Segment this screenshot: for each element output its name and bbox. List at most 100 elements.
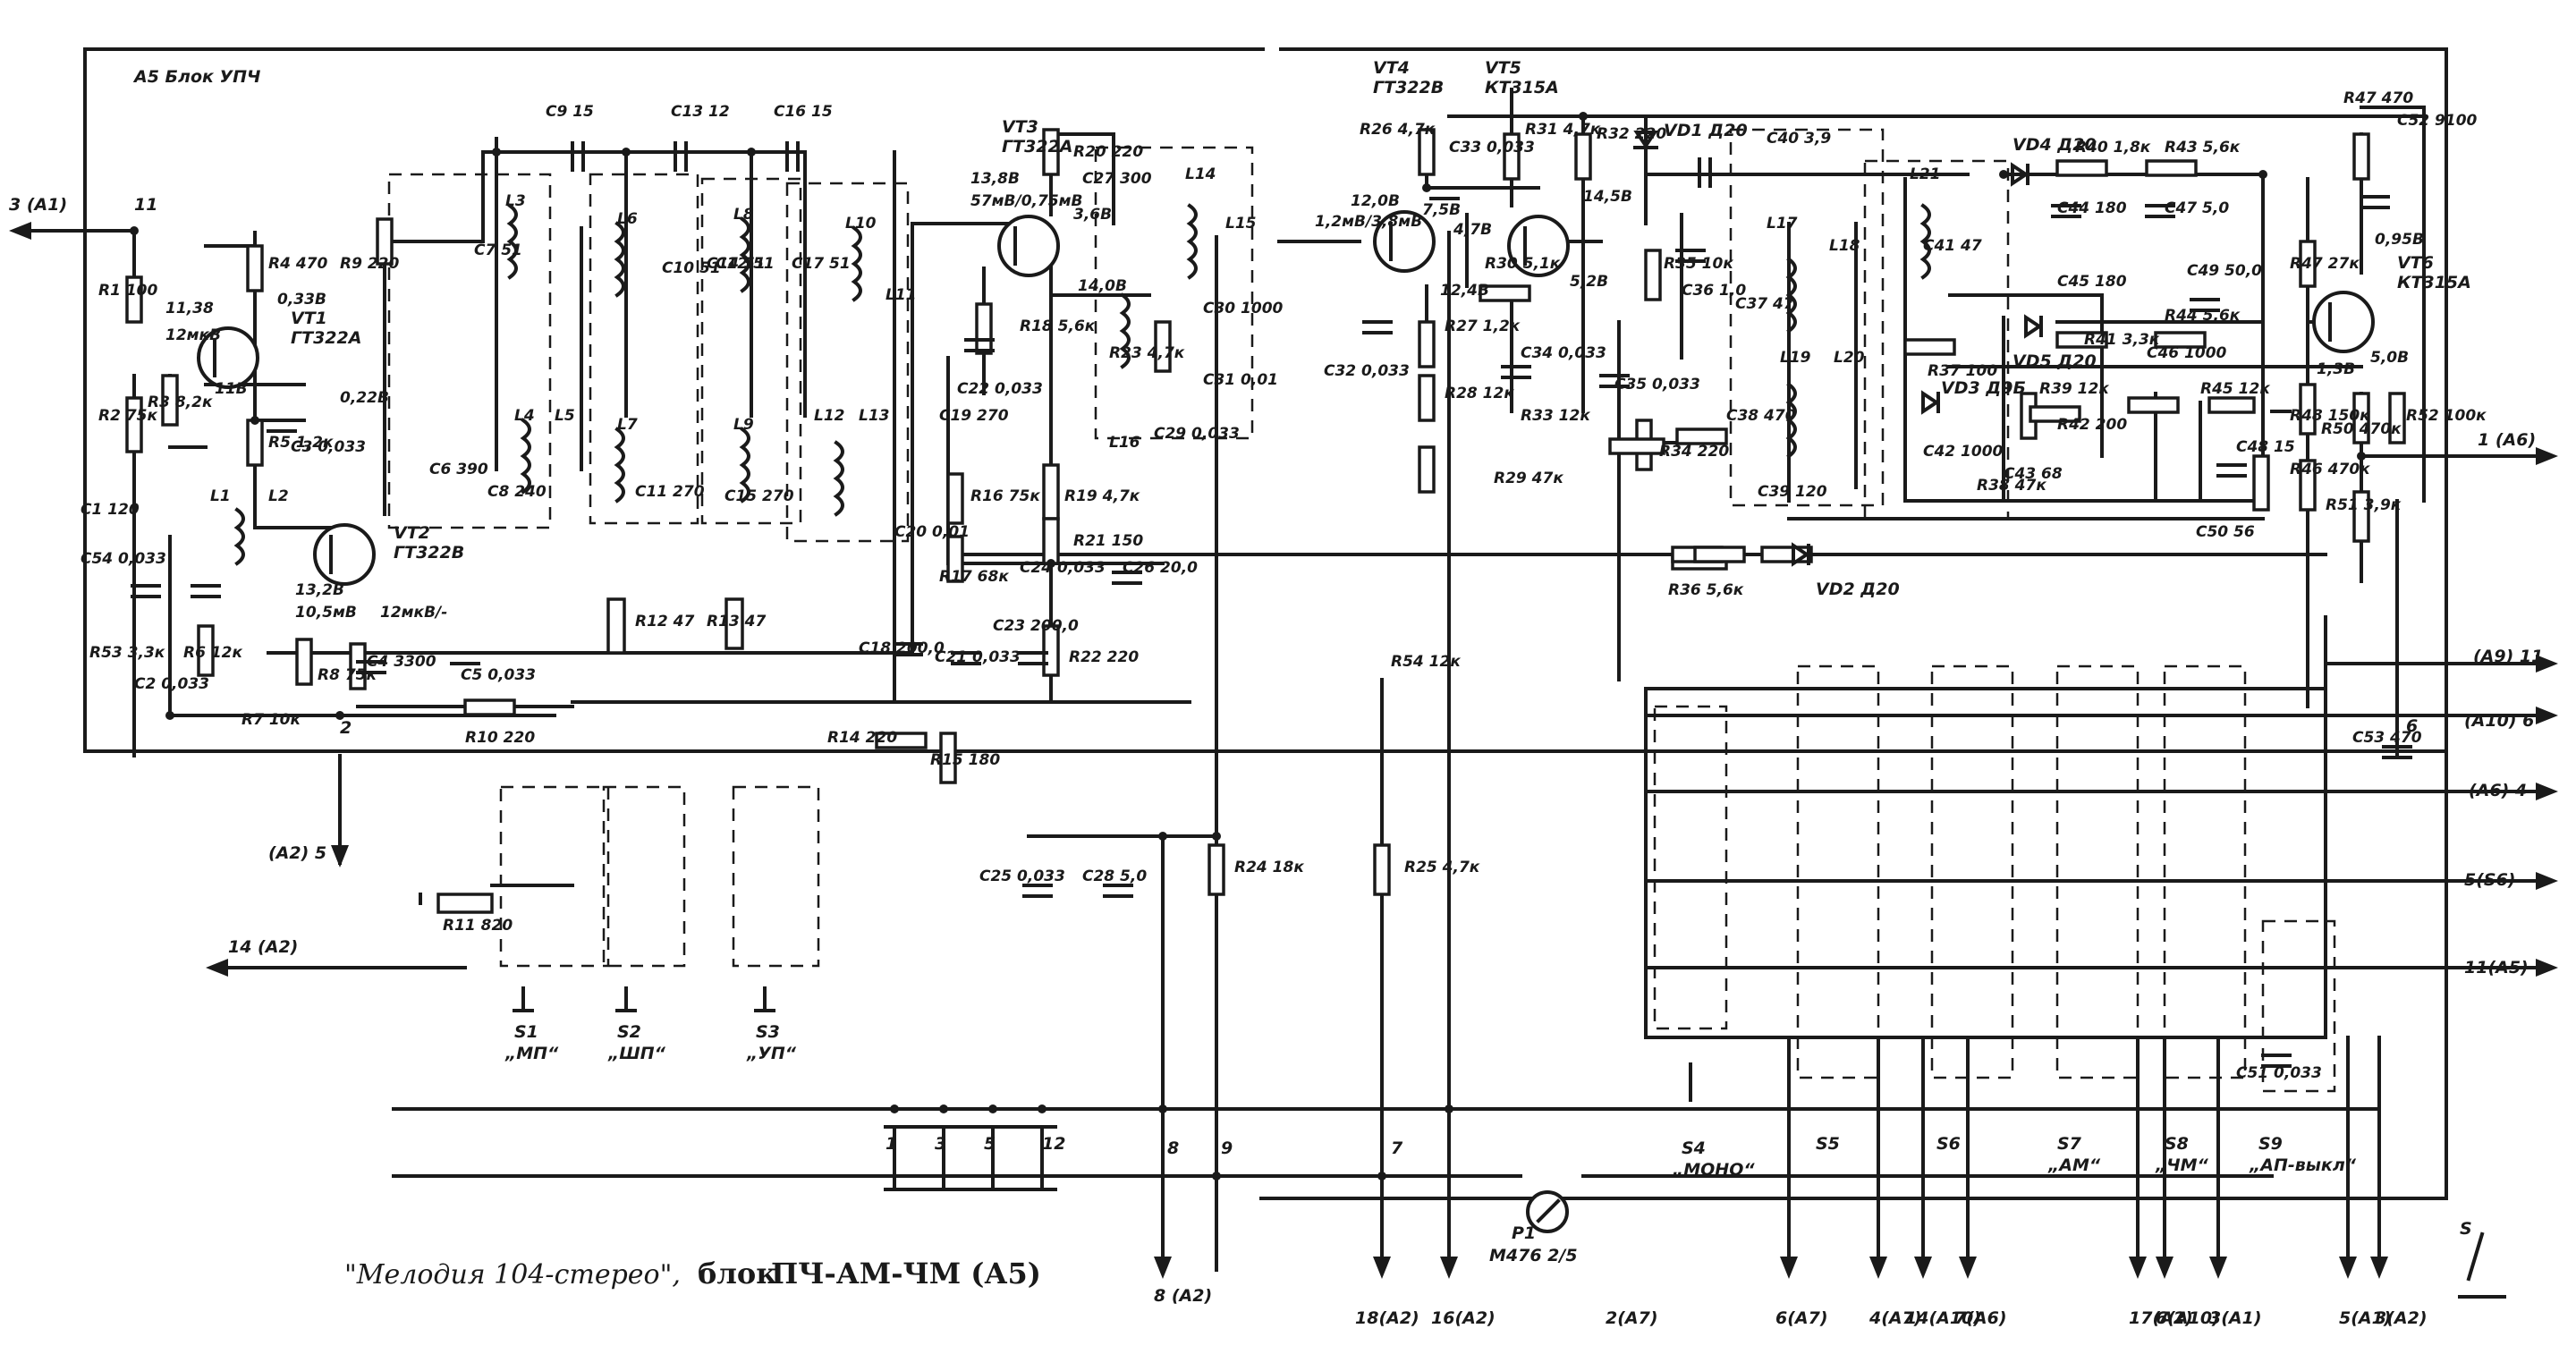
label-c38: C38 470 xyxy=(1726,407,1796,425)
transistor-vt1 xyxy=(197,326,259,389)
connector-pin: 7 xyxy=(1391,1138,1403,1158)
voltage-label: 11,38 xyxy=(165,300,214,317)
label-r36: R36 5,6к xyxy=(1668,581,1744,599)
switch-s3: S3 xyxy=(756,1022,780,1042)
connector-pin: 6 xyxy=(2406,716,2418,736)
output-bottom: 2(А7) xyxy=(1606,1308,1658,1328)
resistors xyxy=(125,128,2406,914)
switch-s4-name: „МОНО“ xyxy=(1672,1160,1755,1180)
label-r4: R4 470 xyxy=(268,255,327,273)
label-l2: L2 xyxy=(268,487,289,505)
label-c51: C51 0,033 xyxy=(2236,1064,2322,1082)
label-c35: C35 0,033 xyxy=(1614,376,1700,394)
label-c27: C27 300 xyxy=(1082,170,1152,188)
label-c53: C53 470 xyxy=(2352,729,2422,747)
label-c48: C48 15 xyxy=(2236,438,2295,456)
caption-block-label: блок xyxy=(698,1257,776,1291)
voltage-label: 5,2В xyxy=(1570,273,1608,291)
label-c29: C29 0,033 xyxy=(1154,425,1240,443)
label-r54: R54 12к xyxy=(1391,653,1461,671)
switch-s2-name: „ШП“ xyxy=(607,1044,666,1063)
label-r33: R33 12к xyxy=(1521,407,1590,425)
label-c6: C6 390 xyxy=(429,461,488,478)
label-c8: C8 240 xyxy=(487,483,547,501)
label-c15: C15 270 xyxy=(724,487,794,505)
label-r47: R47 470 xyxy=(2343,89,2413,107)
label-c13: C13 12 xyxy=(671,103,730,121)
output-bottom: 17(А2) xyxy=(2129,1308,2193,1328)
label-r1: R1 100 xyxy=(98,282,157,300)
shield-boxes xyxy=(387,128,2010,543)
label-c1: C1 120 xyxy=(80,501,140,519)
output-bottom: 8 (А2) xyxy=(1154,1286,1212,1306)
output-bottom: 6(А10) xyxy=(2156,1308,2220,1328)
label-vd3: VD3 Д9Б xyxy=(1941,378,2026,398)
output-bottom: 3(А1) xyxy=(2209,1308,2262,1328)
label-l10: L10 xyxy=(845,215,877,233)
diodes xyxy=(1633,131,2043,567)
label-c4: C4 3300 xyxy=(367,653,436,671)
label-r3: R3 8,2к xyxy=(148,394,213,411)
voltage-label: 14,0В xyxy=(1078,277,1127,295)
label-vt2-type: ГТ322В xyxy=(394,543,464,563)
switch-s1-name: „МП“ xyxy=(504,1044,559,1063)
caption-block-name: ПЧ-АМ-ЧМ (А5) xyxy=(771,1257,1041,1291)
label-c9: C9 15 xyxy=(546,103,594,121)
label-vt6-type: КТ315А xyxy=(2397,273,2471,292)
label-r8: R8 75к xyxy=(318,666,377,684)
label-r50: R50 470к xyxy=(2321,420,2402,438)
label-c16: C16 15 xyxy=(774,103,833,121)
label-r7: R7 10к xyxy=(242,711,301,729)
label-c17: C17 51 xyxy=(792,255,851,273)
voltage-label: 10,5мВ xyxy=(295,604,357,622)
label-vt5-type: КТ315А xyxy=(1485,78,1559,97)
label-vt1-type: ГТ322А xyxy=(291,328,361,348)
label-l16: L16 xyxy=(1109,434,1140,452)
label-c40: C40 3,9 xyxy=(1767,130,1831,148)
switch-s7: S7 xyxy=(2057,1134,2082,1154)
switch-s4: S4 xyxy=(1682,1138,1706,1158)
connector-pin: 9 xyxy=(1221,1138,1233,1158)
voltage-label: 1,2мВ/3,8мВ xyxy=(1315,213,1422,231)
label-r30: R30 5,1к xyxy=(1485,255,1561,273)
output-bottom: 5(А1) xyxy=(2339,1308,2392,1328)
label-c46: C46 1000 xyxy=(2147,344,2227,362)
wiring xyxy=(25,88,2542,1272)
label-c7: C7 51 xyxy=(474,241,522,259)
label-r47b: R47 27к xyxy=(2290,255,2360,273)
label-c32: C32 0,033 xyxy=(1324,362,1410,380)
labels: VT1ГТ322АVT2ГТ322ВVT3ГТ322АVT4ГТ322ВVT5К… xyxy=(9,58,2543,1328)
voltage-label: 12,0В xyxy=(1351,192,1400,210)
output-bottom: 4(А7) xyxy=(1868,1308,1922,1328)
label-c31: C31 0,01 xyxy=(1203,371,1278,389)
label-r52: R52 100к xyxy=(2406,407,2487,425)
switch-s9: S9 xyxy=(2258,1134,2283,1154)
block-title: А5 Блок УПЧ xyxy=(132,67,260,87)
label-c10: C10 51 xyxy=(662,259,721,277)
label-vt3-type: ГТ322А xyxy=(1002,137,1072,157)
label-r32: R32 220 xyxy=(1597,125,1666,143)
label-c42: C42 1000 xyxy=(1923,443,2004,461)
meter-ref: P1 xyxy=(1512,1223,1536,1243)
output-right: 1 (А6) xyxy=(2478,430,2536,450)
label-r39: R39 12к xyxy=(2039,380,2109,398)
output-right: (А10) 6 xyxy=(2464,711,2534,731)
meter-p1 xyxy=(1526,1190,1569,1233)
switch-group-left xyxy=(499,785,820,1012)
label-r40: R40 1,8к xyxy=(2075,139,2151,157)
label-r13: R13 47 xyxy=(707,613,766,630)
label-l13: L13 xyxy=(859,407,890,425)
label-r29: R29 47к xyxy=(1494,470,1563,487)
label-vt2: VT2 xyxy=(394,523,430,543)
label-r18: R18 5,6к xyxy=(1020,317,1096,335)
label-r26: R26 4,7к xyxy=(1360,121,1436,139)
connector-pin: 3 xyxy=(935,1134,946,1154)
label-c45: C45 180 xyxy=(2057,273,2127,291)
label-c37: C37 47 xyxy=(1735,295,1794,313)
label-r51: R51 3,9к xyxy=(2326,496,2402,514)
voltage-label: 0,33В xyxy=(277,291,326,309)
switch-s xyxy=(2458,1231,2506,1299)
output-bottom: 14(А10) xyxy=(1905,1308,1981,1328)
label-r19: R19 4,7к xyxy=(1064,487,1140,505)
label-c44: C44 180 xyxy=(2057,199,2127,217)
